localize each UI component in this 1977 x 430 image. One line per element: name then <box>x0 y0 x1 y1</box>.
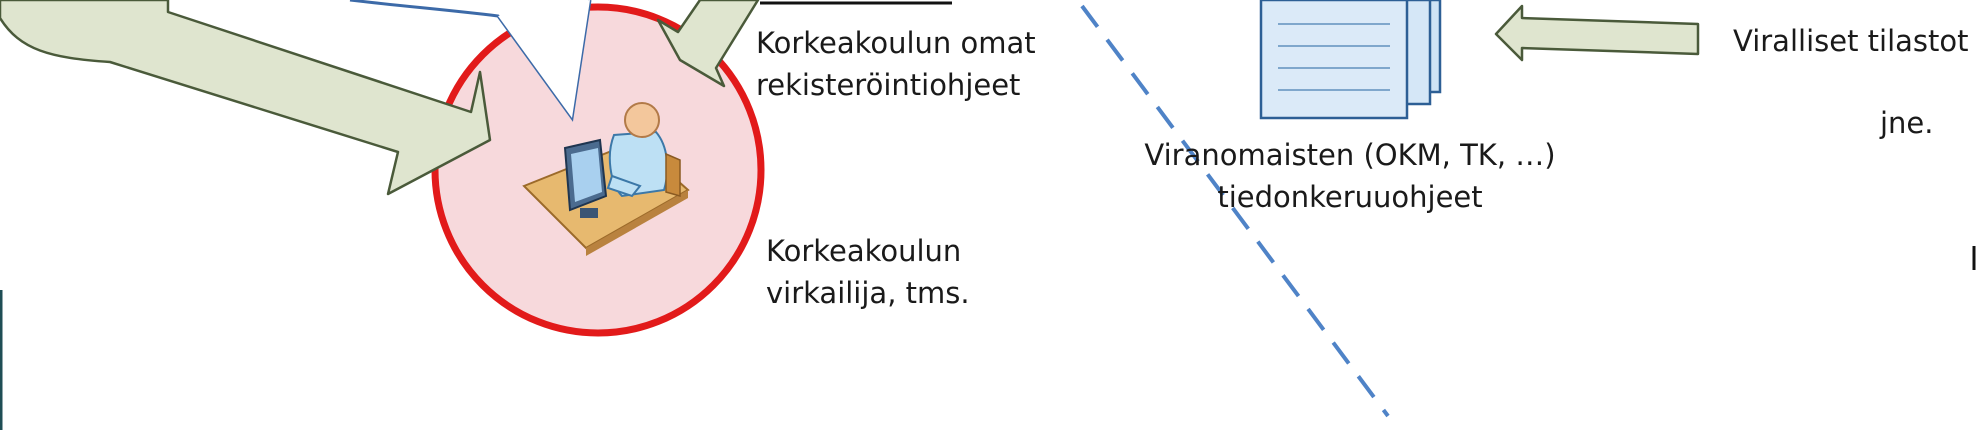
label-etc: jne. <box>1880 106 1934 140</box>
person-at-computer-icon <box>522 102 690 256</box>
label-official-statistics: Viralliset tilastot <box>1733 24 1969 58</box>
label-authority-instructions: Viranomaisten (OKM, TK, …) tiedonkeruuoh… <box>1144 138 1556 214</box>
upper-right-arrow <box>656 0 760 88</box>
document-stack-icon <box>1259 0 1442 120</box>
dashed-divider <box>1080 4 1390 418</box>
label-clerk: Korkeakoulun virkailija, tms. <box>766 234 970 310</box>
left-pointing-arrow <box>1494 4 1700 62</box>
left-big-arrow <box>0 0 492 196</box>
label-own-instructions: Korkeakoulun omat rekisteröintiohjeet <box>756 26 1036 102</box>
speech-bubble-tail <box>498 0 590 118</box>
